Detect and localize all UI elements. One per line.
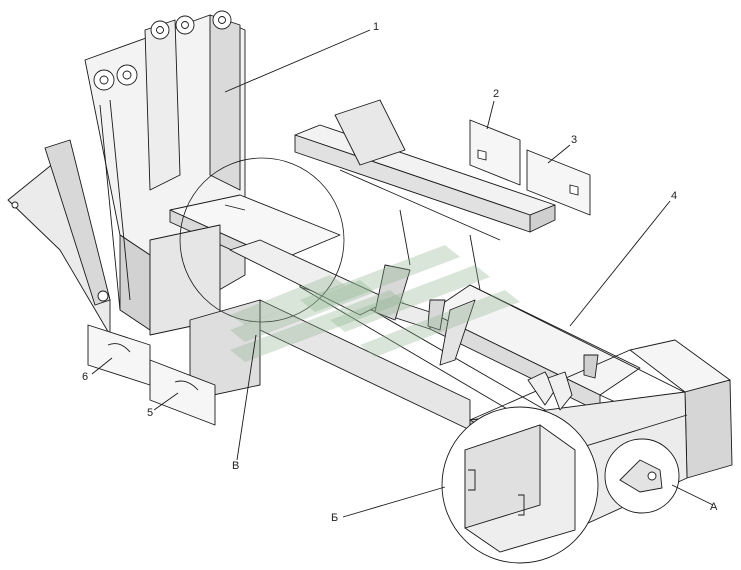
inner-gussets: [374, 264, 599, 411]
detail-circle-v: [179, 157, 345, 323]
cover-plate-2: [469, 119, 521, 186]
callout-v: В: [232, 460, 240, 472]
callout-1: 1: [373, 21, 380, 33]
cover-plate-3: [526, 149, 591, 216]
upper-cross-frame: [294, 99, 556, 291]
left-outrigger-bracket: [7, 139, 111, 336]
detail-circle-b: [441, 406, 599, 564]
detail-circle-a: [604, 438, 680, 514]
callout-6: 6: [82, 371, 89, 383]
swing-plate: [149, 194, 391, 401]
callout-a: А: [710, 501, 718, 513]
leader-lines: [91, 29, 714, 518]
callout-5: 5: [147, 407, 154, 419]
callout-2: 2: [493, 88, 500, 100]
callout-b: Б: [331, 512, 339, 524]
watermark-logo: [230, 245, 520, 362]
callout-4: 4: [671, 190, 678, 202]
cover-plate-6: [87, 324, 151, 386]
callout-3: 3: [571, 134, 578, 146]
cover-plate-5: [149, 359, 216, 426]
